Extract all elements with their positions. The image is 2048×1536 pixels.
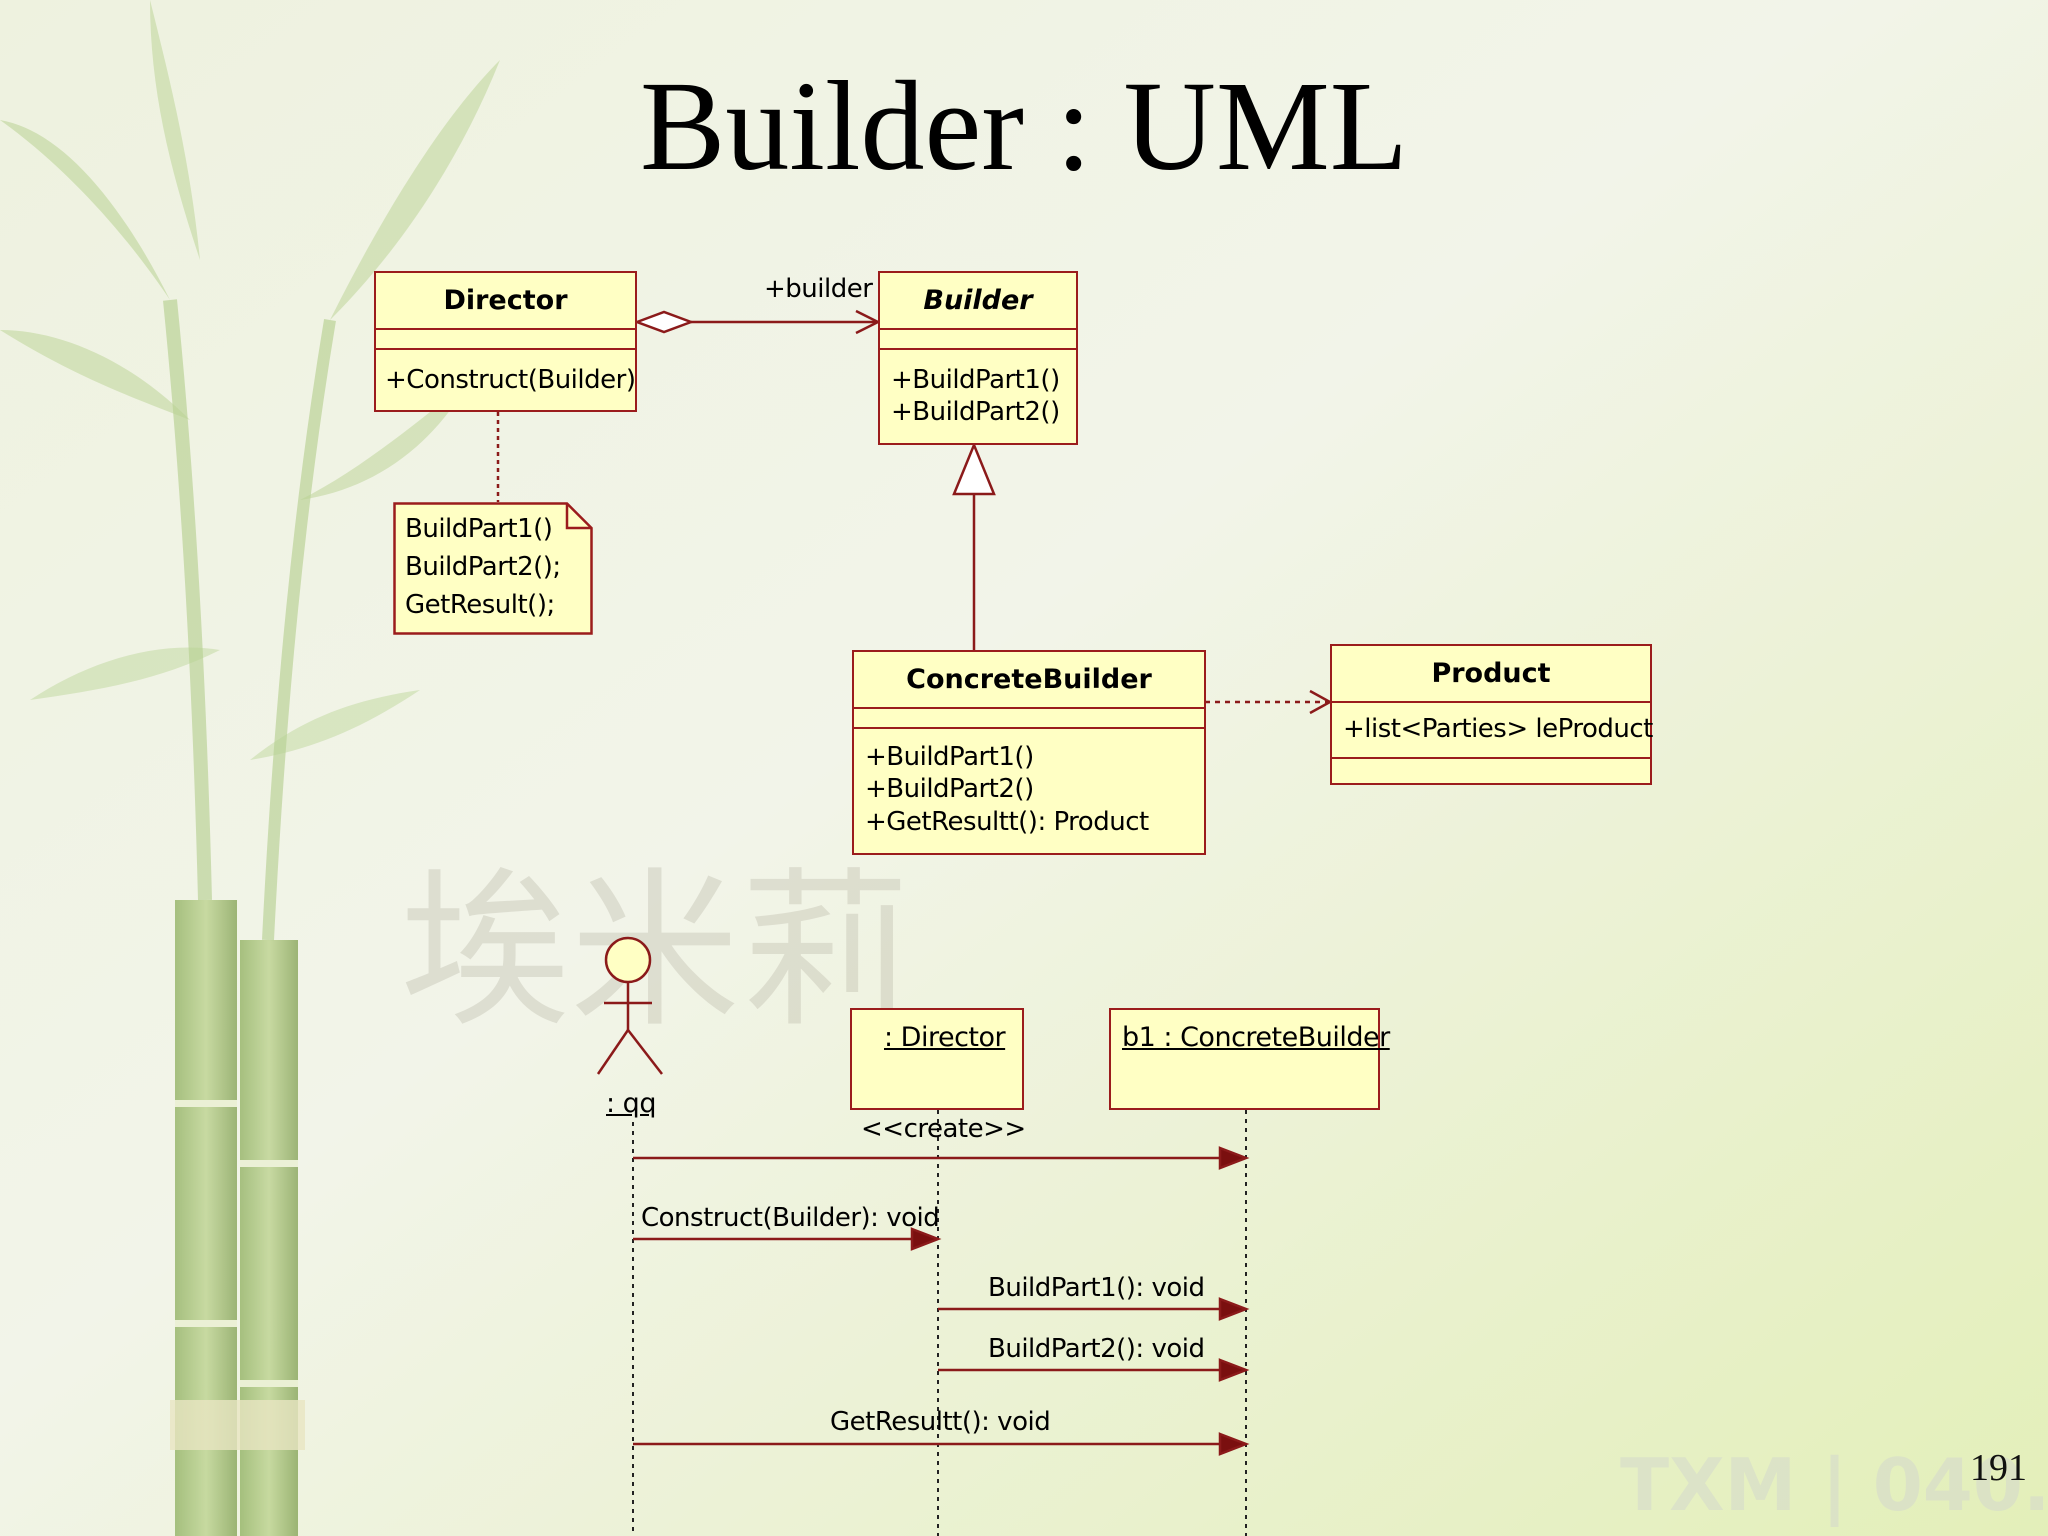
aggregation-diamond xyxy=(633,310,695,334)
message-buildpart1-arrow xyxy=(1218,1297,1250,1321)
lifeline-name: b1 : ConcreteBuilder xyxy=(1122,1022,1390,1053)
compartment-divider xyxy=(376,348,635,350)
bamboo-illustration xyxy=(0,0,500,1536)
operation: +BuildPart2() xyxy=(891,397,1060,427)
message-create-arrow xyxy=(1218,1146,1250,1170)
operation: +BuildPart1() xyxy=(891,365,1060,395)
class-name: Builder xyxy=(923,285,1033,316)
class-name: Product xyxy=(1431,658,1551,689)
note-line: BuildPart2(); xyxy=(405,552,561,582)
compartment-divider xyxy=(376,328,635,330)
slide-title: Builder : UML xyxy=(640,55,1408,197)
note-line: BuildPart1() xyxy=(405,514,553,544)
note-text: BuildPart1() BuildPart2(); GetResult(); xyxy=(393,502,593,635)
actor-name: : qq xyxy=(606,1088,656,1119)
note-shape xyxy=(393,502,593,635)
lifeline-box-builder: b1 : ConcreteBuilder xyxy=(1109,1008,1390,1110)
message-getresult-arrow xyxy=(1218,1432,1250,1456)
operation: +BuildPart2() xyxy=(865,774,1034,804)
message-label: GetResultt(): void xyxy=(830,1407,1051,1437)
message-label: Construct(Builder): void xyxy=(641,1203,940,1233)
class-concrete-builder: ConcreteBuilder +BuildPart1() +BuildPart… xyxy=(852,650,1206,855)
watermark-chinese: 埃米莉 xyxy=(400,853,910,1051)
operation: +Construct(Builder) xyxy=(385,365,636,395)
actor-head xyxy=(604,936,652,984)
attribute: +list<Parties> leProduct xyxy=(1343,714,1653,744)
lifeline-name: : Director xyxy=(884,1022,1006,1053)
watermark-logo: TXM | 040.U xyxy=(1620,1443,2048,1528)
compartment-divider xyxy=(1332,701,1650,703)
message-label: <<create>> xyxy=(861,1114,1026,1144)
message-label: BuildPart1(): void xyxy=(988,1273,1205,1303)
actor-right-leg xyxy=(627,1029,663,1075)
operation: +BuildPart1() xyxy=(865,742,1034,772)
class-product: Product +list<Parties> leProduct xyxy=(1330,644,1653,785)
compartment-divider xyxy=(1332,757,1650,759)
class-name: ConcreteBuilder xyxy=(906,664,1152,695)
association-label: +builder xyxy=(764,274,873,304)
lifeline-box-director: : Director xyxy=(850,1008,1024,1110)
page-number: 191 xyxy=(1970,1447,2027,1489)
class-name: Director xyxy=(443,285,568,316)
class-director: Director +Construct(Builder) xyxy=(374,271,637,412)
message-buildpart2-arrow xyxy=(1218,1358,1250,1382)
note-line: GetResult(); xyxy=(405,590,555,620)
operation: +GetResultt(): Product xyxy=(865,807,1149,837)
class-builder: Builder +BuildPart1() +BuildPart2() xyxy=(878,271,1078,445)
message-label: BuildPart2(): void xyxy=(988,1334,1205,1364)
compartment-divider xyxy=(880,348,1076,350)
generalization-triangle xyxy=(952,441,996,496)
actor-left-leg xyxy=(596,1029,630,1075)
compartment-divider xyxy=(854,727,1204,729)
compartment-divider xyxy=(854,707,1204,709)
message-construct-arrow xyxy=(910,1227,942,1251)
compartment-divider xyxy=(880,328,1076,330)
